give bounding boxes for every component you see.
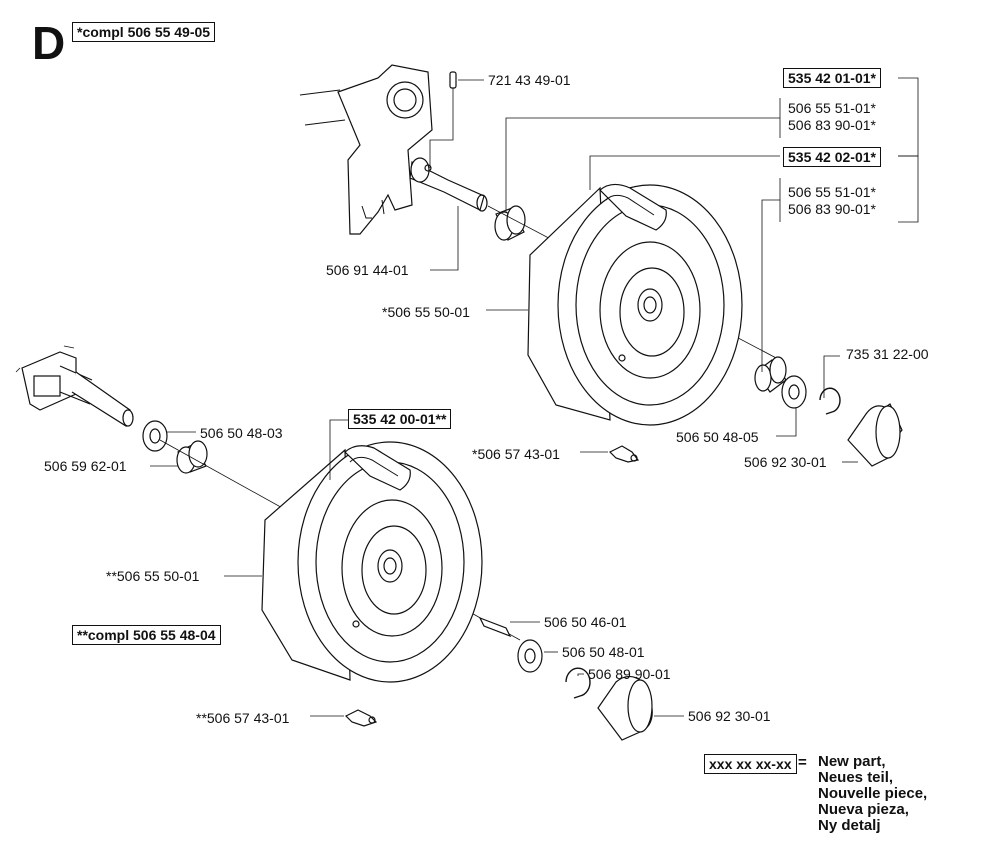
part-label-kit-a-2: 506 83 90-01* xyxy=(788,117,876,133)
part-label-valve-bottom: **506 57 43-01 xyxy=(196,710,290,726)
wheel-kit-label-a: 535 42 01-01* xyxy=(783,68,881,88)
top-axle xyxy=(409,157,488,212)
bottom-circlip xyxy=(565,667,591,699)
section-letter: D xyxy=(32,17,66,69)
part-label-washer-bottom: 506 50 48-01 xyxy=(562,644,645,660)
part-label-pin: 721 43 49-01 xyxy=(488,72,571,88)
part-label-valve-top: *506 57 43-01 xyxy=(472,446,560,462)
top-cap xyxy=(847,403,903,467)
legend-code-box: xxx xx xx-xx xyxy=(704,754,797,774)
leader-lines xyxy=(150,77,919,717)
top-left-bushing xyxy=(494,205,526,241)
part-label-kit-b-1: 506 55 51-01* xyxy=(788,184,876,200)
part-label-wheel-top: *506 55 50-01 xyxy=(382,304,470,320)
wheel-kit-label-c: 535 42 00-01** xyxy=(348,409,452,429)
bottom-key xyxy=(478,616,512,638)
bottom-valve xyxy=(344,709,378,727)
wheel-kit-label-b: 535 42 02-01* xyxy=(783,147,881,167)
assembly-label-bottom: **compl 506 55 48-04 xyxy=(72,625,221,645)
bottom-washer xyxy=(517,639,543,673)
legend-line-es: Nueva pieza, xyxy=(818,801,909,818)
bottom-wheel xyxy=(261,441,483,683)
part-label-washer-top: 506 50 48-05 xyxy=(676,429,759,445)
assembly-label-top: *compl 506 55 49-05 xyxy=(72,22,216,42)
legend-line-de: Neues teil, xyxy=(818,769,894,786)
top-circlip xyxy=(819,387,841,415)
top-bracket xyxy=(299,64,433,235)
part-label-circlip-bottom: 506 89 90-01 xyxy=(588,666,671,682)
top-washer xyxy=(781,375,807,409)
part-label-cap-top: 506 92 30-01 xyxy=(744,454,827,470)
legend-text-block: New part, Neues teil, Nouvelle piece, Nu… xyxy=(818,754,927,834)
bottom-left-bushing xyxy=(176,440,208,474)
part-label-key: 506 50 46-01 xyxy=(544,614,627,630)
legend-line-sv: Ny detalj xyxy=(818,817,881,834)
legend-line-fr: Nouvelle piece, xyxy=(818,785,928,802)
top-right-bushing xyxy=(754,356,787,393)
top-valve xyxy=(608,445,640,463)
roll-pin xyxy=(429,71,457,168)
part-label-wheel-bottom: **506 55 50-01 xyxy=(106,568,200,584)
part-label-kit-a-1: 506 55 51-01* xyxy=(788,100,876,116)
part-label-axle-top: 506 91 44-01 xyxy=(326,262,409,278)
legend-line-en: New part, xyxy=(818,753,886,770)
bottom-cap xyxy=(597,675,653,741)
part-label-cap-bottom: 506 92 30-01 xyxy=(688,708,771,724)
part-label-circlip-top: 735 31 22-00 xyxy=(846,346,929,362)
bottom-left-washer xyxy=(142,420,168,452)
part-label-kit-b-2: 506 83 90-01* xyxy=(788,201,876,217)
part-label-washer-left: 506 50 48-03 xyxy=(200,425,283,441)
legend-equals: = xyxy=(798,754,807,771)
part-label-bushing-left: 506 59 62-01 xyxy=(44,458,127,474)
top-wheel xyxy=(527,183,743,426)
bottom-left-shaft-bracket xyxy=(15,345,134,427)
